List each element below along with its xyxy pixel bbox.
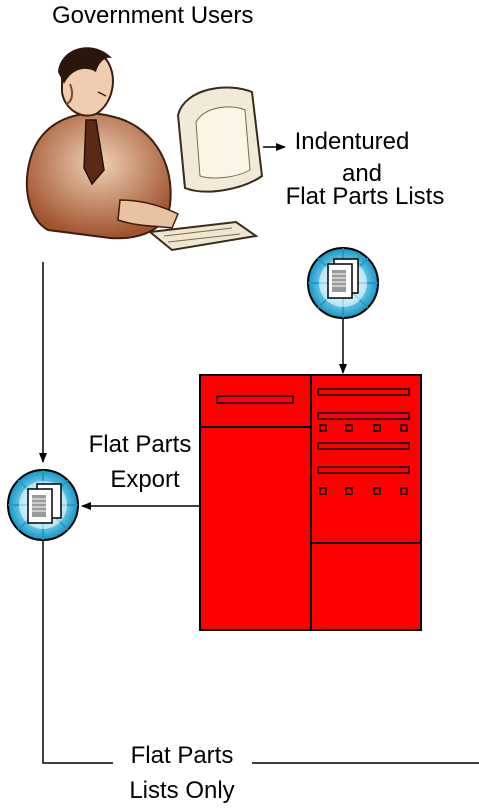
label-flat-parts-bottom-1: Flat Parts xyxy=(130,742,234,769)
label-flat-parts-lists: Flat Parts Lists xyxy=(285,183,445,210)
label-lists-only: Lists Only xyxy=(129,777,235,804)
connector-export-to-bottom xyxy=(42,541,113,764)
label-and: and xyxy=(341,160,383,187)
label-indentured: Indentured xyxy=(294,128,410,155)
person-at-computer-icon xyxy=(25,47,264,252)
documents-icon xyxy=(307,247,379,319)
label-government-users: Government Users xyxy=(52,2,254,29)
documents-icon xyxy=(7,469,79,541)
label-flat-parts-export-2: Export xyxy=(110,466,180,493)
server-rack-icon xyxy=(199,374,422,631)
label-flat-parts-export-1: Flat Parts xyxy=(88,431,192,458)
